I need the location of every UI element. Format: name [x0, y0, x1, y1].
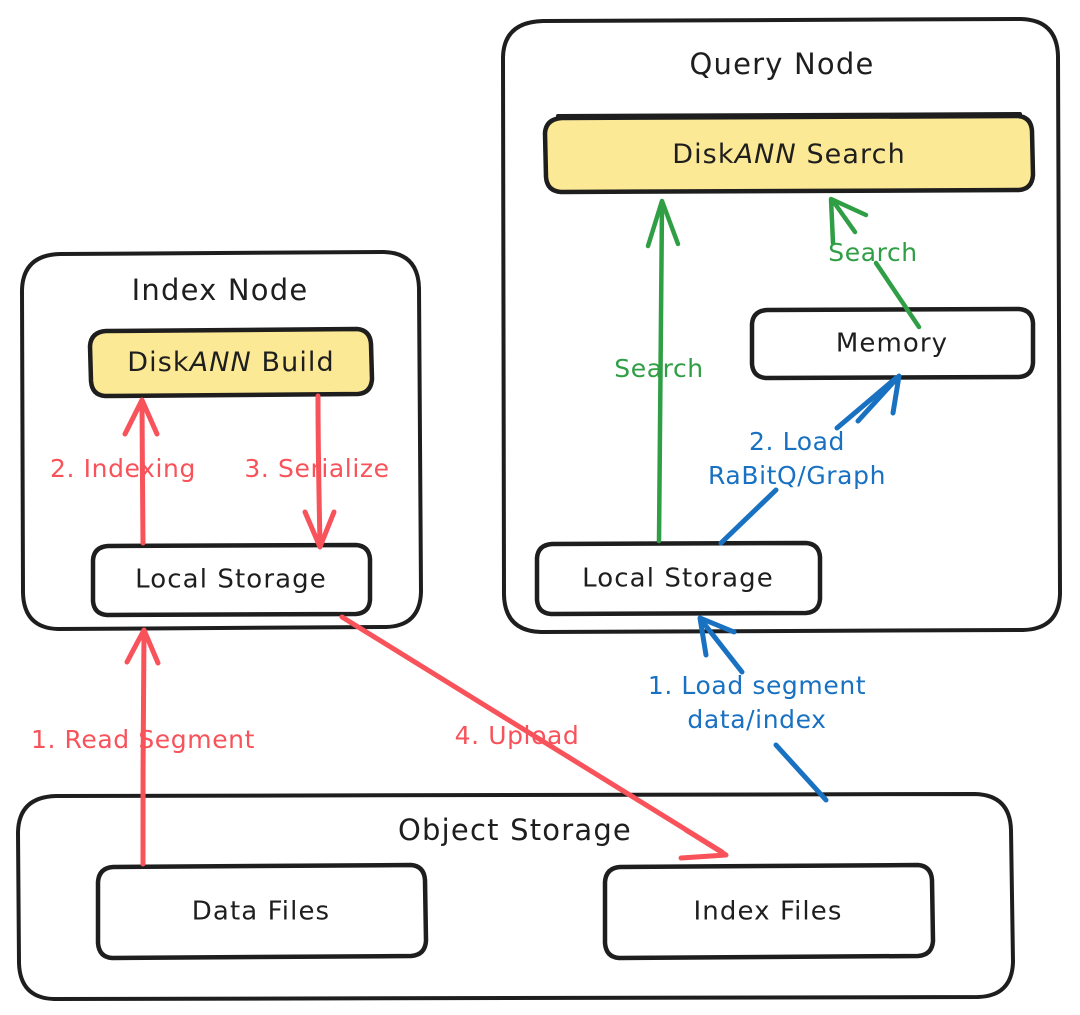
edge-upload: 4. Upload: [339, 614, 729, 861]
diskann-build-label-emph: ANN: [188, 347, 252, 378]
search-memory-line-lower: [873, 260, 922, 330]
upload-label: 4. Upload: [455, 721, 580, 750]
diskann-build-label-prefix: Disk: [127, 347, 189, 378]
search-storage-line: [656, 201, 665, 544]
diskann-build-label: DiskANN Build: [127, 347, 335, 378]
search-storage-label: Search: [614, 354, 704, 383]
load-rabitq-line-upper: [834, 375, 899, 431]
edge-read-segment: 1. Read Segment: [31, 627, 255, 867]
read-segment-label: 1. Read Segment: [31, 725, 255, 754]
indexing-label: 2. Indexing: [50, 454, 196, 483]
edge-search-storage: Search: [614, 198, 704, 544]
diskann-search-label-emph: ANN: [733, 139, 797, 170]
serialize-label: 3. Serialize: [244, 454, 389, 483]
index-local-storage-box[interactable]: Local Storage: [90, 542, 373, 618]
indexing-line: [139, 400, 146, 546]
load-segment-line-upper: [699, 618, 745, 675]
query-local-storage-label: Local Storage: [582, 564, 774, 594]
edge-indexing: 2. Indexing: [50, 397, 196, 546]
index-files-box[interactable]: Index Files: [602, 862, 936, 961]
data-files-shape: [95, 862, 429, 961]
index-local-storage-shape: [90, 542, 373, 618]
load-segment-label-line2: data/index: [687, 705, 826, 734]
upload-arrowhead: [678, 827, 729, 861]
edge-load-segment: 1. Load segment data/index: [648, 615, 866, 803]
memory-label: Memory: [836, 329, 948, 359]
search-memory-line-upper: [830, 198, 858, 235]
edge-serialize: 3. Serialize: [244, 393, 389, 550]
load-rabitq-arrowhead: [855, 373, 902, 424]
diskann-search-topline: [556, 112, 1022, 118]
search-memory-arrowhead: [828, 196, 869, 246]
upload-line: [339, 614, 725, 855]
diskann-search-box[interactable]: DiskANN Search: [542, 112, 1036, 195]
memory-box[interactable]: Memory: [749, 306, 1036, 381]
load-rabitq-label-line2: RaBitQ/Graph: [708, 461, 886, 490]
object-storage-title: Object Storage: [398, 813, 632, 847]
search-storage-arrowhead: [645, 198, 681, 249]
index-local-storage-label: Local Storage: [135, 565, 327, 595]
load-segment-label-line1: 1. Load segment: [648, 671, 866, 700]
diskann-search-label: DiskANN Search: [672, 139, 906, 170]
diskann-build-label-suffix: Build: [252, 347, 335, 378]
data-files-label: Data Files: [192, 897, 330, 927]
load-segment-arrowhead: [697, 615, 737, 658]
edge-search-memory: Search: [828, 196, 922, 330]
read-segment-line: [140, 630, 147, 867]
diskann-build-shape: [87, 326, 375, 399]
query-node-title: Query Node: [689, 47, 874, 81]
load-segment-line-lower: [773, 742, 829, 803]
edge-load-rabitq: 2. Load RaBitQ/Graph: [708, 373, 902, 546]
serialize-line: [315, 393, 323, 548]
search-memory-label: Search: [828, 238, 918, 267]
load-rabitq-label-line1: 2. Load: [749, 427, 845, 456]
query-local-storage-shape: [534, 540, 823, 617]
read-segment-arrowhead: [124, 627, 161, 666]
index-files-shape: [602, 862, 936, 961]
diskann-search-label-prefix: Disk: [672, 139, 734, 170]
diskann-search-shape: [542, 113, 1036, 195]
index-node-title: Index Node: [132, 273, 309, 307]
load-rabitq-line-lower: [718, 487, 779, 546]
query-local-storage-box[interactable]: Local Storage: [534, 540, 823, 617]
diskann-build-box[interactable]: DiskANN Build: [87, 326, 375, 399]
serialize-arrowhead: [302, 509, 337, 550]
diskann-search-label-suffix: Search: [797, 139, 906, 170]
data-files-box[interactable]: Data Files: [95, 862, 429, 961]
memory-shape: [749, 306, 1036, 381]
indexing-arrowhead: [122, 397, 160, 437]
index-files-label: Index Files: [694, 897, 843, 927]
